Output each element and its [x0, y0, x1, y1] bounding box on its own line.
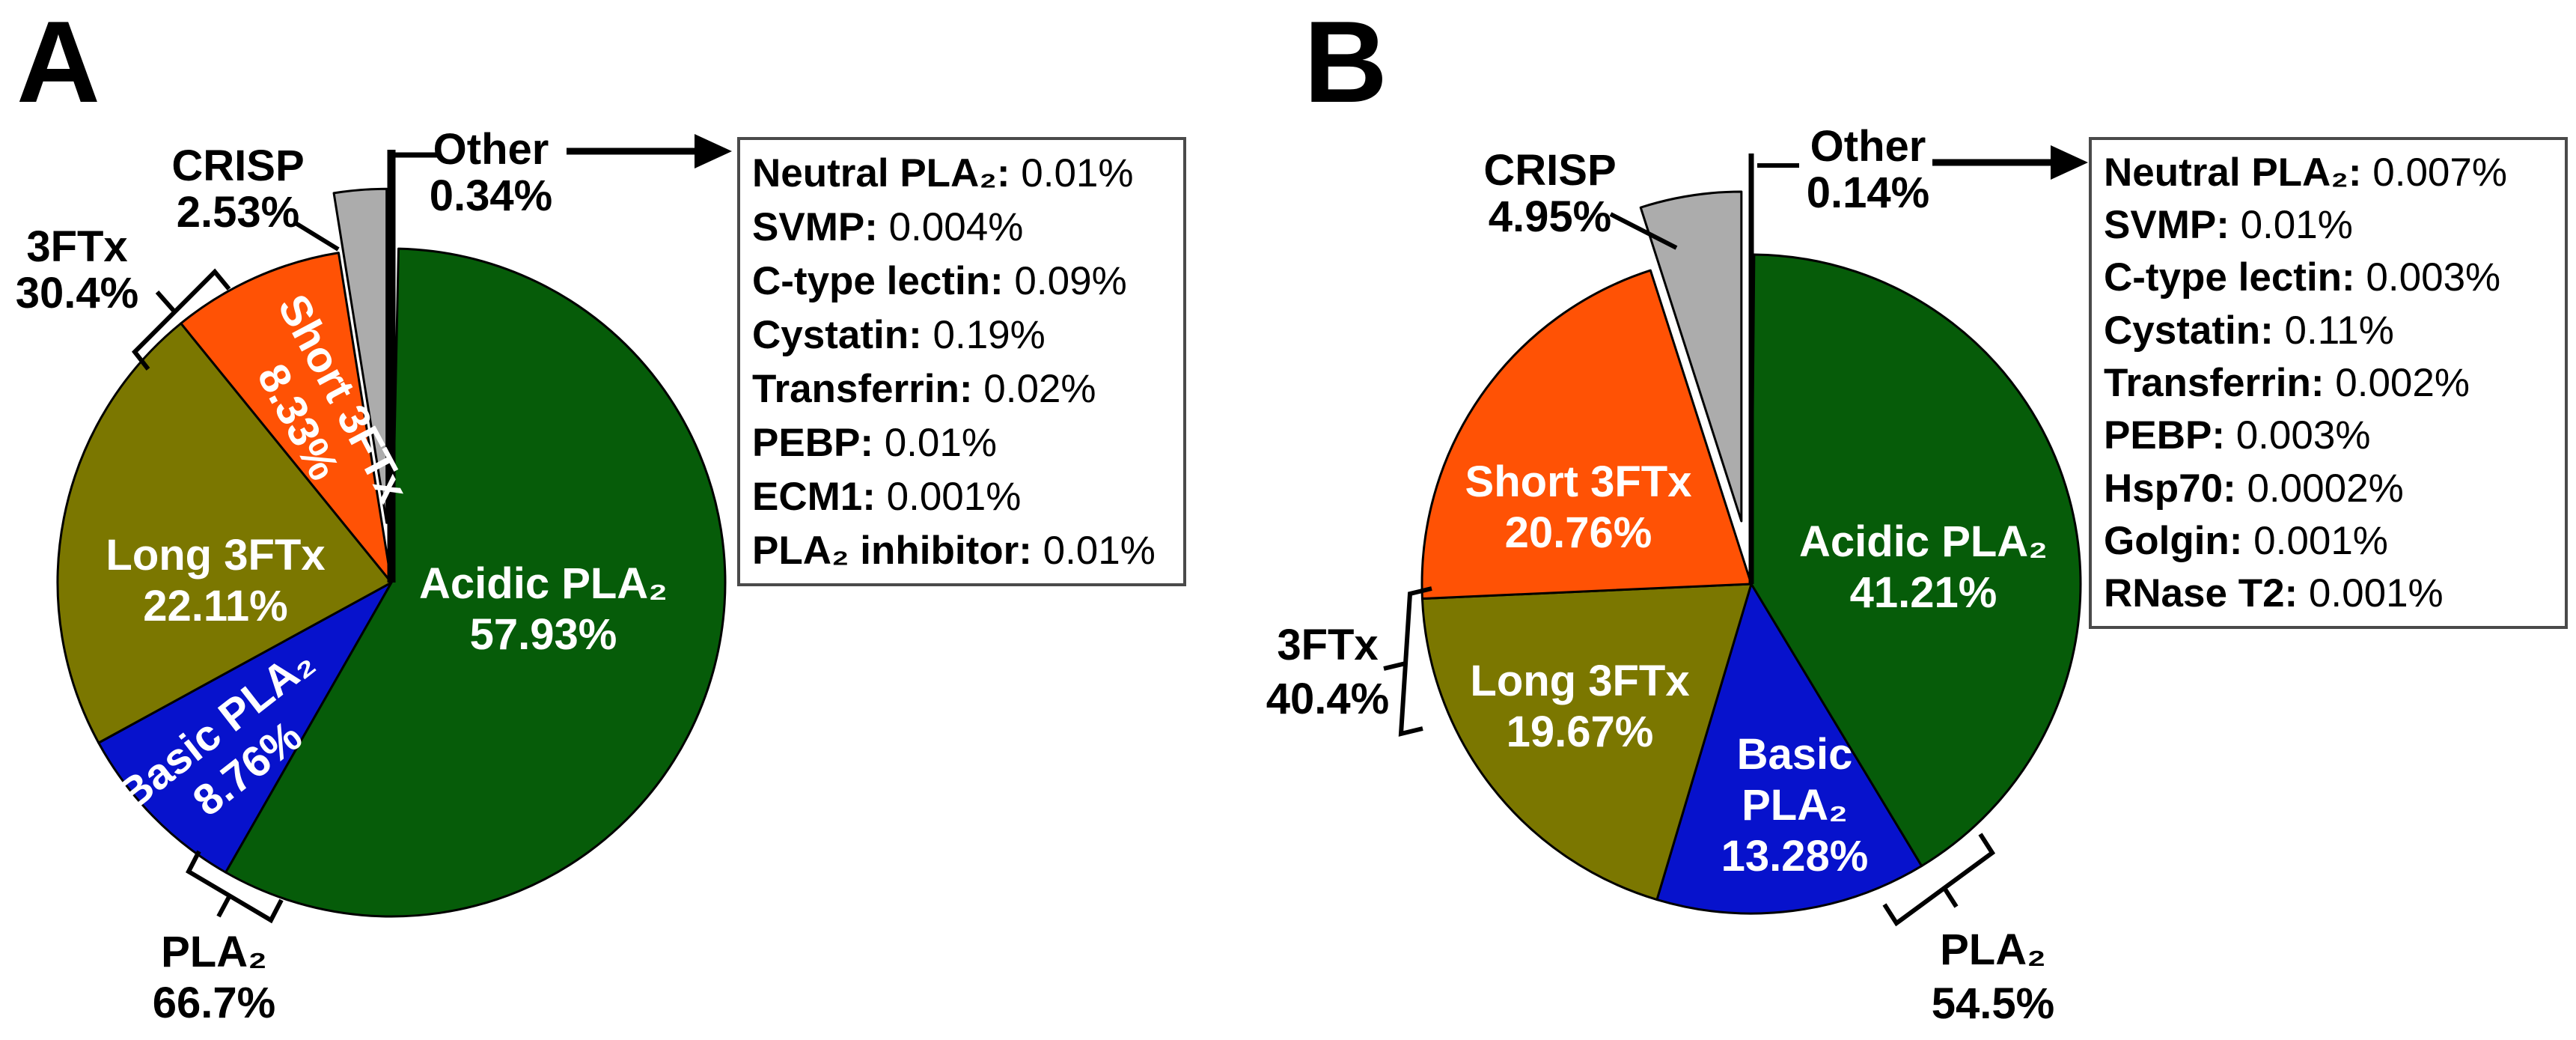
slice-label-basicpla2-b-word1: Basic	[1736, 730, 1853, 779]
slice-label-acidic-a-pct: 57.93%	[469, 610, 617, 659]
label-other-b-name: Other	[1810, 122, 1926, 171]
label-pla2-group-b-pct: 54.5%	[1931, 979, 2055, 1028]
pie-slice-crisp	[332, 187, 388, 524]
legend-row: SVMP: 0.01%	[2104, 202, 2353, 247]
legend-row: Golgin: 0.001%	[2104, 518, 2388, 563]
other-arrow-head-b	[2051, 145, 2088, 180]
legend-row: C-type lectin: 0.09%	[752, 258, 1127, 303]
slice-label-long3ftx-b: Long 3FTx 19.67%	[1470, 656, 1689, 758]
bracket-pla2-a	[186, 850, 284, 924]
label-other-b-pct: 0.14%	[1806, 168, 1930, 217]
label-other-a-name: Other	[433, 125, 549, 174]
slice-label-basicpla2-b-word2: PLA₂	[1742, 781, 1848, 830]
label-pla2-group-a-pct: 66.7%	[152, 979, 276, 1027]
slice-label-short3ftx-b: Short 3FTx 20.76%	[1465, 457, 1692, 559]
pie-slice-acidic-pla-	[1750, 253, 2082, 868]
label-pla2-group-a-name: PLA₂	[161, 928, 267, 976]
pie-slice-basic-pla-	[1655, 583, 1923, 915]
label-pla2-group-a: PLA₂ 66.7%	[153, 927, 275, 1029]
slice-label-acidic-b: Acidic PLA₂ 41.21%	[1799, 517, 2048, 618]
pie-slice-acidic-pla-	[225, 247, 727, 918]
label-crisp-b-name: CRISP	[1483, 146, 1617, 195]
label-3ftx-group-b-pct: 40.4%	[1266, 675, 1390, 723]
bracket-3ftx-b	[1383, 586, 1432, 737]
slice-label-long3ftx-b-name: Long 3FTx	[1470, 657, 1690, 705]
legend-row: Cystatin: 0.11%	[2104, 308, 2394, 353]
other-arrow-head-a	[695, 134, 732, 168]
slice-label-acidic-a: Acidic PLA₂ 57.93%	[419, 559, 668, 660]
bracket-pla2-b	[1882, 833, 1996, 927]
legend-row: Cystatin: 0.19%	[752, 312, 1046, 357]
legend-row: PEBP: 0.003%	[2104, 413, 2371, 458]
legend-row: Transferrin: 0.002%	[2104, 360, 2470, 405]
pie-b	[1420, 153, 2082, 915]
pie-slice-long-3ftx	[56, 322, 393, 744]
slice-label-long3ftx-a: Long 3FTx 22.11%	[106, 530, 325, 632]
pie-slice-short-3ftx	[180, 252, 393, 584]
crisp-callout-line-a	[294, 221, 340, 252]
pie-slice-crisp	[1639, 190, 1743, 523]
slice-label-basicpla2-b: Basic PLA₂ 13.28%	[1721, 729, 1869, 882]
label-crisp-b-pct: 4.95%	[1488, 192, 1612, 241]
pie-slice-long-3ftx	[1420, 583, 1753, 901]
slice-label-long3ftx-b-pct: 19.67%	[1506, 708, 1654, 756]
legend-row: Hsp70: 0.0002%	[2104, 466, 2404, 511]
panel-a-letter: A	[16, 0, 100, 127]
label-other-a: Other 0.34%	[430, 127, 552, 219]
label-3ftx-group-b-name: 3FTx	[1277, 621, 1379, 669]
slice-label-short3ftx-b-pct: 20.76%	[1504, 508, 1652, 557]
pie-slice-basic-pla-	[97, 581, 393, 874]
slice-label-acidic-b-pct: 41.21%	[1849, 568, 1997, 617]
label-other-b: Other 0.14%	[1807, 124, 1929, 216]
legend-row: PLA₂ inhibitor: 0.01%	[752, 528, 1156, 573]
legend-row: RNase T2: 0.001%	[2104, 571, 2444, 616]
bracket-3ftx-a	[132, 268, 231, 371]
legend-row: Transferrin: 0.02%	[752, 366, 1096, 411]
legend-row: PEBP: 0.01%	[752, 420, 997, 465]
pie-a	[56, 150, 727, 918]
legend-row: SVMP: 0.004%	[752, 204, 1024, 249]
label-other-a-pct: 0.34%	[429, 171, 553, 220]
legend-row: ECM1: 0.001%	[752, 474, 1022, 519]
other-breakdown-box-a: Neutral PLA₂: 0.01% SVMP: 0.004% C-type le…	[737, 137, 1186, 586]
label-3ftx-group-a-name: 3FTx	[26, 222, 128, 271]
slice-label-acidic-b-name: Acidic PLA₂	[1799, 517, 2048, 566]
panel-b-letter: B	[1304, 0, 1388, 127]
other-breakdown-box-b: Neutral PLA₂: 0.007% SVMP: 0.01% C-type le…	[2089, 137, 2568, 629]
legend-row: Neutral PLA₂: 0.01%	[752, 150, 1134, 195]
label-3ftx-group-b: 3FTx 40.4%	[1266, 618, 1389, 726]
legend-row: Neutral PLA₂: 0.007%	[2104, 150, 2508, 195]
legend-row: C-type lectin: 0.003%	[2104, 255, 2501, 300]
label-pla2-group-b: PLA₂ 54.5%	[1932, 923, 2054, 1031]
slice-label-acidic-a-name: Acidic PLA₂	[419, 559, 668, 608]
label-crisp-a: CRISP 2.53%	[171, 143, 304, 236]
crisp-callout-line-b	[1609, 212, 1678, 250]
label-crisp-b: CRISP 4.95%	[1483, 148, 1616, 240]
slice-label-long3ftx-a-pct: 22.11%	[143, 582, 288, 630]
slice-label-long3ftx-a-name: Long 3FTx	[106, 531, 326, 580]
label-3ftx-group-a: 3FTx 30.4%	[16, 224, 138, 317]
label-3ftx-group-a-pct: 30.4%	[15, 269, 139, 317]
slice-label-short3ftx-b-name: Short 3FTx	[1465, 457, 1692, 506]
label-pla2-group-b-name: PLA₂	[1940, 925, 2046, 974]
label-crisp-a-name: CRISP	[171, 142, 305, 190]
slice-label-basicpla2-b-pct: 13.28%	[1721, 832, 1869, 881]
label-crisp-a-pct: 2.53%	[176, 188, 300, 237]
pie-slice-short-3ftx	[1420, 269, 1753, 600]
